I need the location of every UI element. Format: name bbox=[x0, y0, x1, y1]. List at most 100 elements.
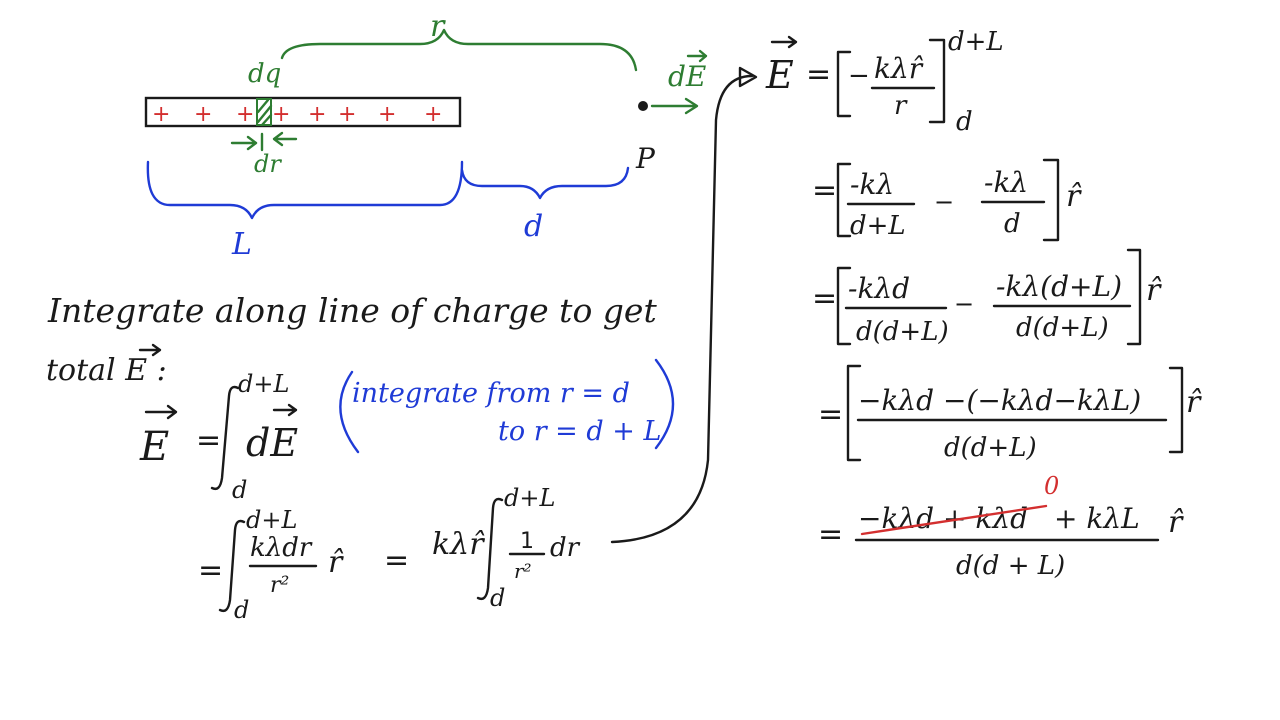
plus-charge: + bbox=[424, 102, 442, 127]
plus-charge: + bbox=[236, 102, 254, 127]
r1-upper: d+L bbox=[948, 27, 1004, 57]
r-brace bbox=[280, 28, 638, 72]
eq1-upper-limit: d+L bbox=[238, 370, 289, 398]
plus-charge: + bbox=[338, 102, 356, 127]
eq1-equals: = bbox=[196, 423, 221, 458]
r3-numerator-1: -kλd bbox=[848, 272, 910, 305]
r5-remaining: + kλL bbox=[1054, 502, 1140, 535]
eq2-denominator: r² bbox=[270, 573, 289, 598]
charged-rod bbox=[144, 96, 462, 128]
r1-numerator: kλr̂ bbox=[874, 52, 924, 85]
dq-label: dq bbox=[248, 59, 281, 89]
plus-charge: + bbox=[378, 102, 396, 127]
vector-arrow bbox=[770, 35, 798, 49]
r5-rhat: r̂ bbox=[1168, 505, 1184, 540]
eq2-dr: dr bbox=[550, 533, 581, 563]
r1-equals: = bbox=[806, 57, 831, 92]
p-label: P bbox=[635, 142, 656, 175]
vector-arrow bbox=[138, 343, 162, 357]
r5-denominator: d(d + L) bbox=[956, 551, 1065, 581]
bracket-right bbox=[1126, 248, 1142, 346]
bracket-left bbox=[836, 50, 852, 118]
dq-hatch bbox=[256, 98, 273, 127]
L-brace bbox=[146, 160, 464, 220]
L-label: L bbox=[231, 227, 252, 262]
r2-minus: − bbox=[934, 188, 954, 216]
r2-rhat: r̂ bbox=[1066, 179, 1082, 214]
plus-charge: + bbox=[194, 102, 212, 127]
vector-arrow bbox=[272, 403, 298, 417]
r2-numerator-2: -kλ bbox=[984, 166, 1028, 199]
bracket-left bbox=[846, 364, 862, 462]
plus-charge: + bbox=[308, 102, 326, 127]
d-brace bbox=[460, 166, 630, 200]
intro-sentence: Integrate along line of charge to get bbox=[47, 291, 657, 330]
eq2-rhat: r̂ bbox=[328, 545, 344, 580]
eq1-lhs: E bbox=[139, 424, 169, 470]
dr-arrow-left bbox=[230, 135, 258, 151]
r4-rhat: r̂ bbox=[1186, 385, 1202, 420]
r2-numerator-1: -kλ bbox=[850, 168, 894, 201]
strike-line bbox=[860, 504, 1048, 536]
eq2-lower-limit-2: d bbox=[490, 584, 505, 612]
r3-rhat: r̂ bbox=[1146, 273, 1162, 308]
connector-arrowhead bbox=[738, 66, 758, 88]
r4-numerator: −kλd −(−kλd−kλL) bbox=[858, 384, 1141, 417]
plus-charge: + bbox=[152, 102, 170, 127]
eq2-numerator: kλdr bbox=[250, 533, 313, 563]
intro-sentence-2: total E : bbox=[46, 353, 167, 388]
bracket-left bbox=[836, 266, 852, 346]
eq2-upper-limit: d+L bbox=[246, 506, 297, 534]
r5-equals: = bbox=[818, 517, 843, 552]
eq2-coefficient: kλr̂ bbox=[432, 527, 485, 562]
r4-denominator: d(d+L) bbox=[944, 433, 1037, 463]
dE-arrow bbox=[650, 97, 699, 115]
vector-arrow bbox=[144, 404, 178, 420]
dE-vector-arrow bbox=[686, 49, 708, 63]
eq2-equals: = bbox=[198, 553, 223, 588]
r1-lhs: E bbox=[765, 53, 794, 97]
left-derivation: Integrate along line of charge to get to… bbox=[46, 66, 758, 624]
r1-lower: d bbox=[956, 107, 973, 137]
r-label: r bbox=[430, 9, 446, 44]
right-derivation: E = − kλr̂ r d+L d = -kλ d+L − -kλ d r̂ … bbox=[765, 27, 1202, 581]
r1-minus: − bbox=[848, 61, 870, 91]
eq2-upper-limit-2: d+L bbox=[504, 484, 555, 512]
r2-denominator-1: d+L bbox=[850, 211, 906, 241]
eq2-denominator-2: r² bbox=[514, 559, 532, 583]
r4-equals: = bbox=[818, 397, 843, 432]
note-paren-left bbox=[339, 370, 360, 454]
bracket-right bbox=[1042, 158, 1060, 242]
r3-numerator-2: -kλ(d+L) bbox=[996, 270, 1122, 303]
r3-minus: − bbox=[954, 290, 974, 318]
point-p bbox=[638, 101, 648, 111]
bracket-left bbox=[836, 162, 852, 238]
integral-sign bbox=[210, 385, 240, 491]
r2-denominator-2: d bbox=[1004, 209, 1021, 239]
bracket-right bbox=[1168, 366, 1184, 454]
connector-arrow bbox=[610, 74, 754, 544]
eq2-numerator-2: 1 bbox=[520, 529, 534, 554]
integral-sign bbox=[476, 497, 504, 601]
integral-sign bbox=[218, 519, 246, 613]
dE-label: dE bbox=[668, 60, 706, 93]
d-label: d bbox=[524, 209, 543, 244]
plus-charge: + bbox=[272, 102, 290, 127]
dr-label: dr bbox=[254, 150, 282, 178]
r1-denominator: r bbox=[894, 91, 908, 121]
note-line-2: to r = d + L bbox=[498, 416, 661, 447]
note-line-1: integrate from r = d bbox=[352, 378, 630, 409]
dr-arrow-right bbox=[272, 131, 298, 147]
r2-equals: = bbox=[812, 173, 837, 208]
charge-diagram: r dq + + + + + + + + dr dE P L d bbox=[144, 9, 708, 262]
eq1-integrand: dE bbox=[246, 421, 298, 465]
r3-denominator-2: d(d+L) bbox=[1016, 313, 1109, 343]
r5-zero: 0 bbox=[1044, 472, 1059, 500]
eq2-lower-limit: d bbox=[234, 596, 249, 624]
note-paren-right bbox=[654, 358, 675, 450]
bracket-right bbox=[928, 38, 946, 124]
eq1-lower-limit: d bbox=[232, 476, 247, 504]
r3-denominator-1: d(d+L) bbox=[856, 317, 949, 347]
r3-equals: = bbox=[812, 281, 837, 316]
